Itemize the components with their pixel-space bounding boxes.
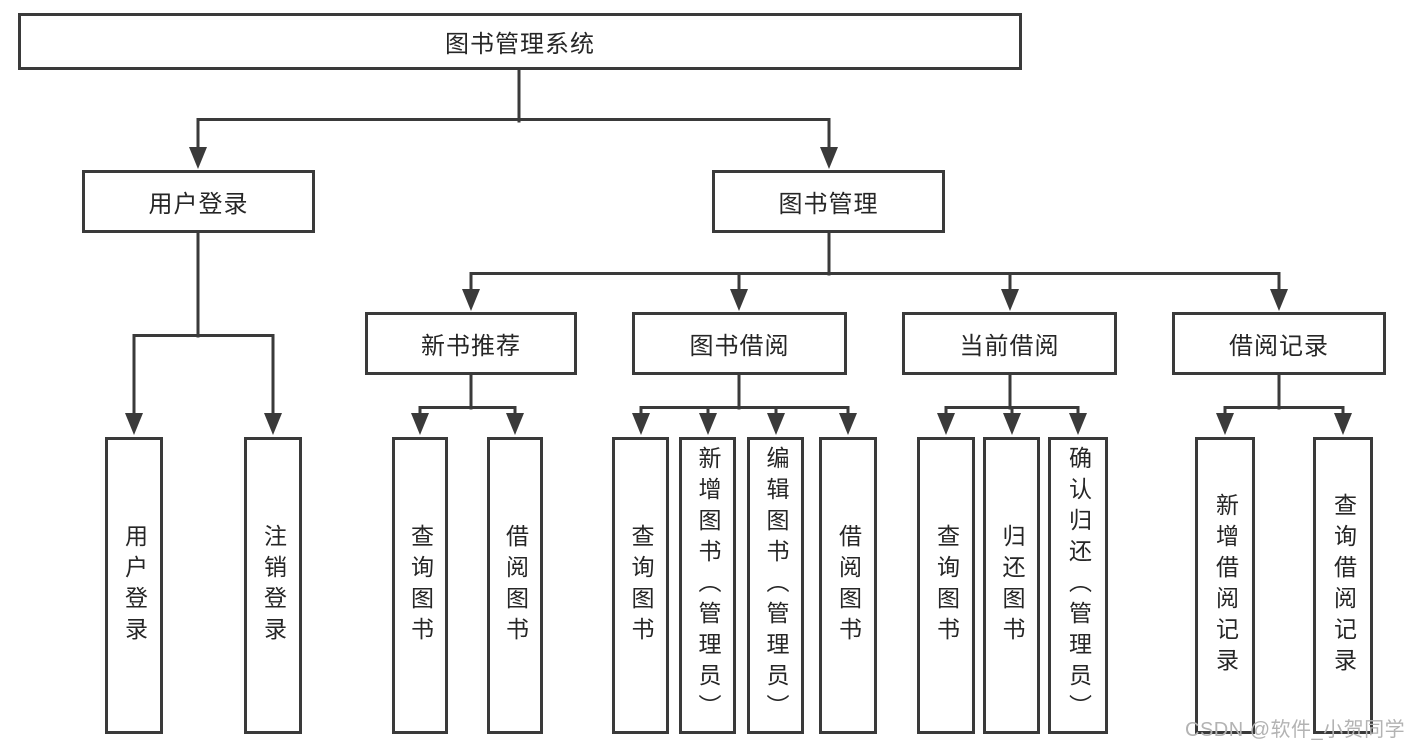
node-borrow-records-label: 借阅记录 [1229, 333, 1329, 360]
leaf-borrow-add-books-admin: 新增图书（管理员） [679, 437, 736, 734]
arrow-down-icon [1001, 289, 1019, 311]
leaf-records-add-borrow-record: 新增借阅记录 [1195, 437, 1255, 734]
node-book-borrow-label: 图书借阅 [689, 333, 790, 360]
arrow-down-icon [820, 147, 838, 169]
leaf-current-query-books-label: 查询图书 [933, 523, 960, 648]
node-root: 图书管理系统 [18, 13, 1022, 70]
node-user-login: 用户登录 [82, 170, 315, 233]
arrow-down-icon [189, 147, 207, 169]
node-borrow-records: 借阅记录 [1172, 312, 1386, 375]
arrow-down-icon [632, 413, 650, 435]
node-new-book-recommend-label: 新书推荐 [421, 333, 521, 360]
node-book-management-label: 图书管理 [778, 191, 879, 218]
leaf-newrec-query-books-label: 查询图书 [407, 523, 434, 648]
leaf-current-return-books: 归还图书 [983, 437, 1040, 734]
leaf-newrec-borrow-books-label: 借阅图书 [502, 523, 529, 648]
leaf-borrow-query-books-label: 查询图书 [628, 523, 654, 648]
arrow-down-icon [125, 413, 143, 435]
leaf-newrec-borrow-books: 借阅图书 [487, 437, 543, 734]
leaf-user-login: 用户登录 [105, 437, 163, 734]
leaf-records-query-borrow-record: 查询借阅记录 [1313, 437, 1373, 734]
leaf-records-add-borrow-record-label: 新增借阅记录 [1212, 492, 1239, 679]
leaf-borrow-query-books: 查询图书 [612, 437, 669, 734]
node-current-borrow: 当前借阅 [902, 312, 1117, 375]
arrow-down-icon [767, 413, 785, 435]
node-current-borrow-label: 当前借阅 [959, 333, 1060, 360]
arrow-down-icon [1270, 289, 1288, 311]
leaf-borrow-edit-books-admin: 编辑图书（管理员） [747, 437, 804, 734]
watermark-text: CSDN @软件_小贺同学 [1185, 719, 1405, 741]
leaf-current-query-books: 查询图书 [917, 437, 975, 734]
leaf-user-login-label: 用户登录 [121, 523, 148, 648]
leaf-current-return-books-label: 归还图书 [999, 523, 1025, 648]
arrow-down-icon [699, 413, 717, 435]
arrow-down-icon [1334, 413, 1352, 435]
arrow-down-icon [1216, 413, 1234, 435]
leaf-borrow-add-books-admin-label: 新增图书（管理员） [695, 446, 721, 725]
arrow-down-icon [730, 289, 748, 311]
leaf-newrec-query-books: 查询图书 [392, 437, 448, 734]
node-new-book-recommend: 新书推荐 [365, 312, 577, 375]
leaf-logout-label: 注销登录 [260, 523, 287, 648]
arrow-down-icon [937, 413, 955, 435]
node-book-management: 图书管理 [712, 170, 945, 233]
arrow-down-icon [462, 289, 480, 311]
arrow-down-icon [264, 413, 282, 435]
leaf-current-confirm-return-admin-label: 确认归还（管理员） [1065, 446, 1092, 725]
leaf-borrow-borrow-books: 借阅图书 [819, 437, 877, 734]
arrow-down-icon [839, 413, 857, 435]
node-root-label: 图书管理系统 [445, 31, 595, 58]
arrow-down-icon [1003, 413, 1021, 435]
leaf-borrow-borrow-books-label: 借阅图书 [835, 523, 862, 648]
leaf-records-query-borrow-record-label: 查询借阅记录 [1330, 492, 1357, 679]
arrow-down-icon [411, 413, 429, 435]
arrow-down-icon [506, 413, 524, 435]
leaf-logout: 注销登录 [244, 437, 302, 734]
node-user-login-label: 用户登录 [148, 191, 249, 218]
arrow-down-icon [1069, 413, 1087, 435]
leaf-borrow-edit-books-admin-label: 编辑图书（管理员） [763, 446, 789, 725]
node-book-borrow: 图书借阅 [632, 312, 847, 375]
leaf-current-confirm-return-admin: 确认归还（管理员） [1048, 437, 1108, 734]
